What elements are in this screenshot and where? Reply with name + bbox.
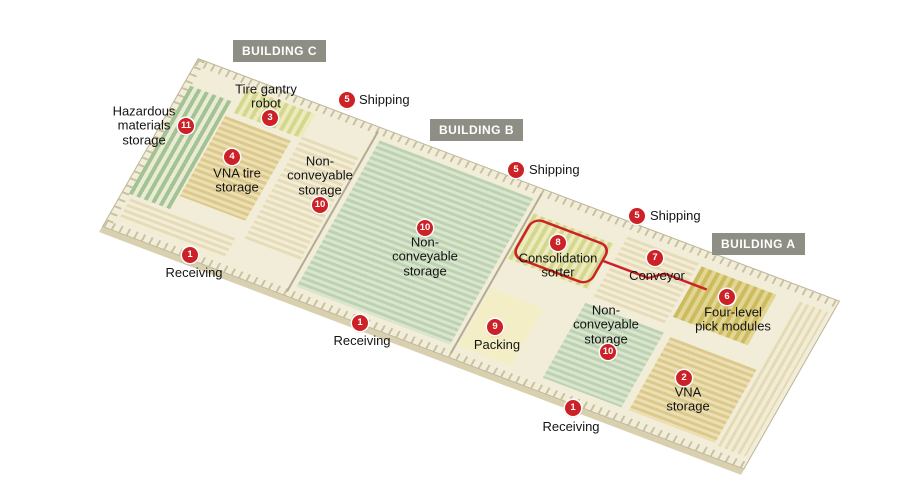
label-receiving-b: Receiving [333, 332, 391, 348]
label-shipping-b: Shipping [529, 161, 580, 177]
marker-shipping-a: 5 [629, 208, 645, 224]
label-vna-tire-storage: VNA tire storage [213, 165, 261, 195]
marker-conveyor: 7 [647, 250, 663, 266]
marker-packing: 9 [487, 319, 503, 335]
marker-receiving-a: 1 [565, 400, 581, 416]
marker-consolidation-sorter: 8 [550, 235, 566, 251]
marker-nonconveyable-storage-c: 10 [312, 197, 328, 213]
label-four-level-pick-modules: Four-level pick modules [695, 304, 771, 334]
label-shipping-a: Shipping [650, 207, 701, 223]
marker-hazardous-materials-storage: 11 [178, 118, 194, 134]
label-nonconveyable-storage-c: Non- conveyable storage [287, 153, 353, 198]
building-c-label: BUILDING C [233, 40, 326, 62]
label-consolidation-sorter: Consolidation sorter [518, 250, 598, 280]
marker-receiving-b: 1 [352, 315, 368, 331]
marker-vna-storage: 2 [676, 370, 692, 386]
marker-nonconveyable-storage-b: 10 [417, 220, 433, 236]
label-hazardous-materials-storage: Hazardous materials storage [112, 103, 176, 148]
label-receiving-c: Receiving [165, 264, 223, 280]
conveyor-path [514, 219, 708, 291]
marker-shipping-b: 5 [508, 162, 524, 178]
marker-four-level-pick-modules: 6 [719, 289, 735, 305]
label-nonconveyable-storage-b: Non- conveyable storage [392, 234, 458, 279]
marker-vna-tire-storage: 4 [224, 149, 240, 165]
label-packing: Packing [473, 336, 521, 352]
marker-shipping-c: 5 [339, 92, 355, 108]
label-shipping-c: Shipping [359, 91, 410, 107]
marker-tire-gantry-robot: 3 [262, 110, 278, 126]
marker-nonconveyable-storage-a: 10 [600, 344, 616, 360]
label-nonconveyable-storage-a: Non- conveyable storage [573, 302, 639, 347]
label-tire-gantry-robot: Tire gantry robot [235, 81, 297, 111]
label-conveyor: Conveyor [629, 267, 685, 283]
warehouse-floor [101, 58, 841, 470]
marker-receiving-c: 1 [182, 247, 198, 263]
building-b-label: BUILDING B [430, 119, 523, 141]
label-receiving-a: Receiving [542, 418, 600, 434]
label-vna-storage: VNA storage [666, 384, 710, 414]
building-a-label: BUILDING A [712, 233, 805, 255]
